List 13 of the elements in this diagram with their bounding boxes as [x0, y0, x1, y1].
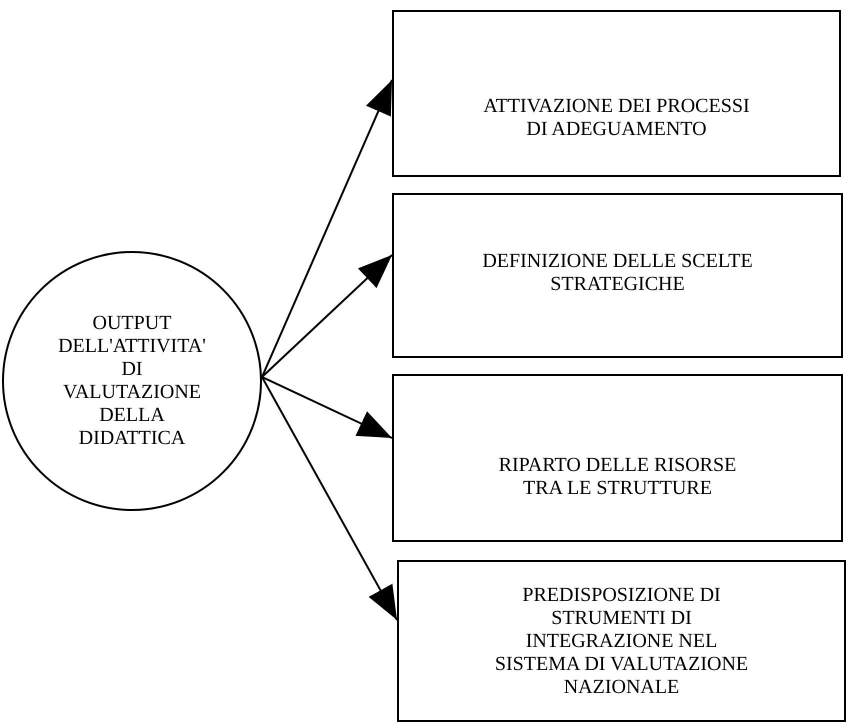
arrow: [261, 80, 393, 378]
node-text: PREDISPOSIZIONE DI STRUMENTI DI INTEGRAZIONE NEL SISTEMA DI VALUTAZIONE NAZIONALE: [494, 584, 750, 699]
arrow: [261, 376, 398, 620]
node-text: OUTPUT DELL'ATTIVITA' DI VALUTAZIONE DELLA DIDATTICA: [57, 312, 207, 450]
node-text: RIPARTO DELLE RISORSE TRA LE STRUTTURE: [498, 454, 738, 500]
process-box: [392, 193, 843, 358]
process-box: [397, 560, 846, 722]
node-text: DEFINIZIONE DELLE SCELTE STRATEGICHE: [481, 250, 754, 296]
arrow: [261, 254, 393, 378]
node-text: ATTIVAZIONE DEI PROCESSI DI ADEGUAMENTO: [482, 95, 751, 141]
process-box: [392, 10, 841, 177]
arrow: [262, 376, 392, 439]
process-box: [392, 374, 843, 542]
